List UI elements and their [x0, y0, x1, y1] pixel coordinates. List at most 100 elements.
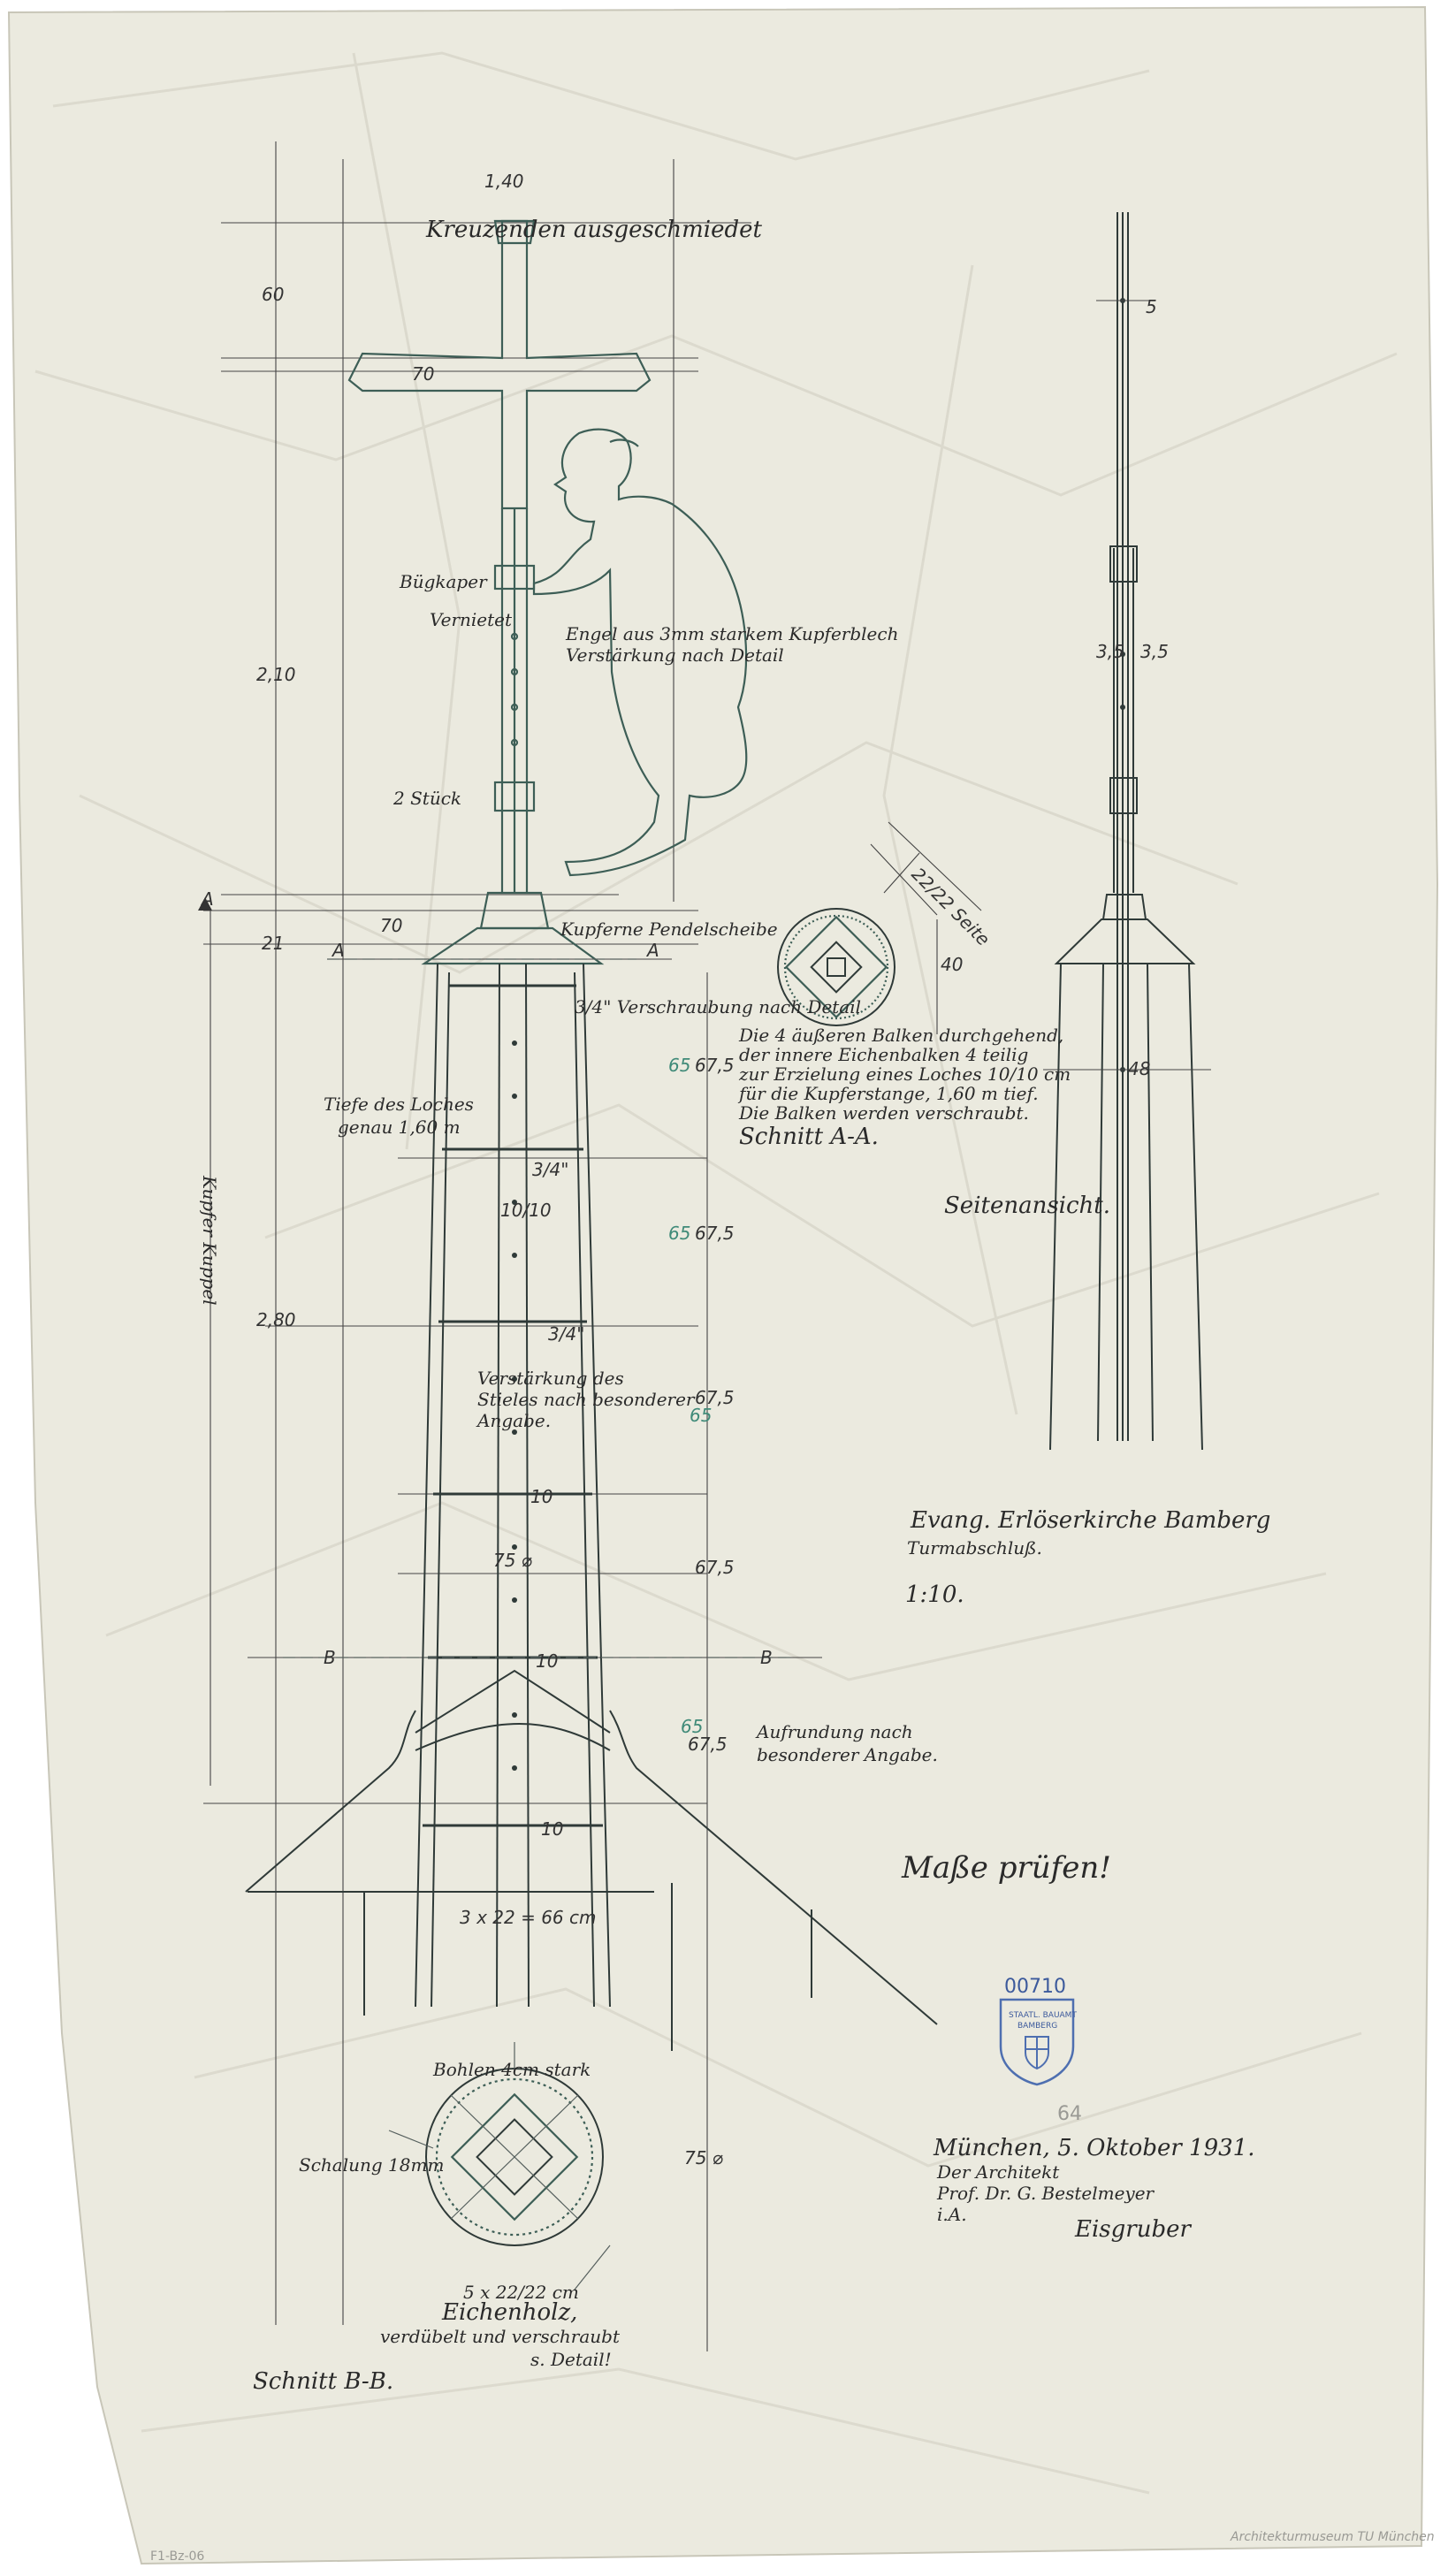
note-eichenholz-3: verdübelt und verschraubt: [380, 2326, 621, 2347]
dim-green-65-2: 65: [668, 1223, 690, 1244]
note-verstaerkung-stieles-2: Stieles nach besonderer: [477, 1389, 696, 1410]
title-name: Prof. Dr. G. Bestelmeyer: [936, 2183, 1155, 2204]
archive-number: 00710: [1004, 1976, 1066, 1998]
spire-body: [415, 963, 611, 2008]
dim-c10-1: 10: [530, 1486, 553, 1507]
label-schnitt-aa: Schnitt A-A.: [739, 1124, 879, 1150]
paper-wrinkles: [34, 51, 1398, 2495]
dim-3x22: 3 x 22 = 66 cm: [460, 1907, 596, 1928]
title-subject: Turmabschluß.: [907, 1537, 1042, 1559]
cross: [347, 219, 652, 893]
dim-green-65-4: 65: [681, 1716, 703, 1737]
section-b-right: B: [760, 1647, 773, 1668]
stamp-line-2: BAMBERG: [1017, 2022, 1057, 2031]
section-a-top: A: [200, 888, 214, 910]
title-block: Evang. Erlöserkirche Bamberg Turmabschlu…: [905, 1507, 1270, 2243]
dim-70-base: 70: [380, 915, 402, 936]
note-eichenholz-1: 5 x 22/22 cm: [463, 2282, 579, 2303]
dim-675-4: 67,5: [695, 1557, 735, 1578]
dim-675-2: 67,5: [695, 1223, 735, 1244]
note-bohlen: Bohlen 4cm stark: [432, 2059, 591, 2080]
note-verstaerkung-stieles-1: Verstärkung des: [477, 1368, 624, 1389]
note-verschraubung: 3/4" Verschraubung nach Detail: [575, 996, 861, 1017]
note-verstaerkung-stieles-3: Angabe.: [476, 1410, 551, 1431]
note-zwei-paar: 2 Stück: [392, 788, 461, 809]
main-section-drawing: [198, 141, 938, 2351]
note-section-4: für die Kupferstange, 1,60 m tief.: [737, 1083, 1039, 1104]
note-eichenholz-4: s. Detail!: [530, 2349, 612, 2370]
note-vernietet: Vernietet: [430, 609, 513, 630]
handwritten-notes: Kreuzenden ausgeschmiedet Bügkaper Verni…: [199, 217, 1111, 2395]
dim-675-5: 67,5: [688, 1734, 728, 1755]
cross-base-cap: [421, 891, 605, 965]
dim-675-3: 67,5: [695, 1387, 735, 1408]
label-schnitt-bb: Schnitt B-B.: [253, 2368, 393, 2395]
dim-70-cross: 70: [412, 363, 434, 385]
note-section-3: zur Erzielung eines Loches 10/10 cm: [738, 1063, 1071, 1085]
dim-10-10: 10/10: [500, 1200, 552, 1221]
dim-21: 21: [262, 933, 284, 954]
dim-40: 40: [941, 954, 963, 975]
dim-c10-2: 10: [536, 1650, 558, 1672]
dim-280: 2,80: [256, 1309, 296, 1330]
title-church: Evang. Erlöserkirche Bamberg: [910, 1507, 1270, 1534]
dim-35-left: 3,5: [1096, 641, 1124, 662]
section-markers: A A A B B: [200, 888, 773, 1668]
section-a-left: A: [331, 940, 345, 961]
title-place-date: München, 5. Oktober 1931.: [933, 2135, 1254, 2161]
title-signature: Eisgruber: [1074, 2216, 1192, 2243]
dim-35-right: 3,5: [1140, 641, 1169, 662]
side-elevation: [1043, 212, 1211, 1451]
note-engel: Engel aus 3mm starkem Kupferblech: [565, 623, 898, 644]
pencil-note-left: F1-Bz-06: [150, 2549, 204, 2564]
dim-140: 1,40: [484, 171, 524, 192]
tracing-paper: [7, 5, 1439, 2565]
archive-page-number: 64: [1057, 2103, 1082, 2125]
dim-green-65-1: 65: [668, 1055, 690, 1076]
stamp-crest-icon: [1025, 2036, 1049, 2070]
dim-60: 60: [262, 284, 284, 305]
note-tiefe-2: genau 1,60 m: [338, 1117, 461, 1138]
angel-weathervane: [532, 428, 748, 877]
note-masse-pruefen: Maße prüfen!: [901, 1850, 1111, 1886]
dimension-values: 1,40 60 70 2,10 21 70 2,80 67,5 67,5 67,…: [256, 171, 1169, 2168]
note-kuppel-side: Kupfer Kuppel: [199, 1175, 220, 1306]
note-eichenholz-2: Eichenholz,: [441, 2299, 577, 2326]
note-aufrundung-1: Aufrundung nach: [755, 1721, 913, 1742]
title-prefix: i.A.: [937, 2204, 967, 2225]
archive-stamp: [999, 1998, 1075, 2086]
section-a-arrow: [198, 897, 212, 911]
title-role: Der Architekt: [936, 2161, 1060, 2183]
dim-48: 48: [1128, 1058, 1150, 1079]
note-section-1: Die 4 äußeren Balken durchgehend,: [738, 1025, 1063, 1046]
label-seitenansicht: Seitenansicht.: [944, 1193, 1110, 1219]
dim-210: 2,10: [256, 664, 296, 685]
note-kupferne: Kupferne Pendelscheibe: [560, 918, 778, 940]
dim-34-2: 3/4": [548, 1323, 584, 1345]
section-b-left: B: [324, 1647, 336, 1668]
section-cut-lines: [283, 958, 796, 1658]
pencil-note-right: Architekturmuseum TU München: [1230, 2530, 1435, 2544]
section-aa-detail: [777, 821, 982, 1034]
note-schalung: Schalung 18mm: [299, 2154, 444, 2176]
dim-75-bb: 75 ⌀: [684, 2147, 723, 2168]
section-bb-detail: [388, 2042, 611, 2290]
dim-75-spire: 75 ⌀: [493, 1550, 532, 1571]
note-aufrundung-2: besonderer Angabe.: [757, 1744, 938, 1765]
dim-c10-3: 10: [541, 1818, 563, 1840]
section-a-right: A: [645, 940, 659, 961]
title-scale: 1:10.: [905, 1581, 964, 1608]
archive-marks: 00710 STAATL. BAUAMT BAMBERG 64 F1-Bz-06…: [150, 1976, 1435, 2564]
note-kreuzenden: Kreuzenden ausgeschmiedet: [425, 217, 763, 243]
note-section-5: Die Balken werden verschraubt.: [738, 1102, 1029, 1124]
dim-34-1: 3/4": [532, 1159, 568, 1180]
note-verstaerkung: Verstärkung nach Detail: [566, 644, 784, 666]
note-tiefe-1: Tiefe des Loches: [324, 1094, 474, 1115]
note-bugkappe: Bügkaper: [399, 571, 488, 592]
tower-roof: [245, 1669, 938, 2051]
dim-675-1: 67,5: [695, 1055, 735, 1076]
note-section-2: der innere Eichenbalken 4 teilig: [739, 1044, 1028, 1065]
dim-green-65-3: 65: [690, 1405, 712, 1426]
stamp-line-1: STAATL. BAUAMT: [1009, 2011, 1077, 2020]
